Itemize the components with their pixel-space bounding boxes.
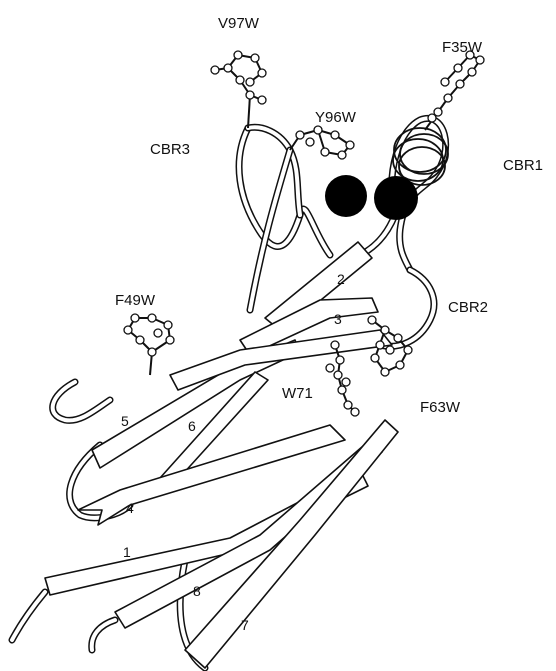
label-y96w: Y96W — [315, 109, 357, 126]
label-cbr2: CBR2 — [448, 299, 488, 316]
strand-number-4: 4 — [126, 500, 134, 516]
label-f49w: F49W — [115, 292, 156, 309]
calcium-ion-2 — [374, 176, 418, 220]
strand-number-6: 6 — [188, 418, 196, 434]
label-v97w: V97W — [218, 15, 260, 32]
calcium-ion-1 — [325, 175, 367, 217]
label-w71: W71 — [282, 385, 313, 402]
strand-number-3: 3 — [334, 311, 342, 327]
y96w-sidechain — [290, 126, 354, 159]
strand-number-5: 5 — [121, 413, 129, 429]
strand-number-2: 2 — [337, 271, 345, 287]
beta-strands — [45, 242, 398, 668]
v97w-sidechain — [211, 51, 266, 128]
labels: V97W F35W Y96W CBR3 CBR1 CBR2 F49W W71 F… — [115, 15, 543, 416]
label-f35w: F35W — [442, 39, 483, 56]
calcium-ions — [325, 175, 418, 220]
label-cbr1: CBR1 — [503, 157, 543, 174]
label-cbr3: CBR3 — [150, 141, 190, 158]
f35w-sidechain — [425, 51, 484, 130]
strand-number-7: 7 — [241, 617, 249, 633]
f49w-sidechain — [124, 314, 174, 375]
strand-number-8: 8 — [193, 583, 201, 599]
strand-number-1: 1 — [123, 544, 131, 560]
label-f63w: F63W — [420, 399, 461, 416]
